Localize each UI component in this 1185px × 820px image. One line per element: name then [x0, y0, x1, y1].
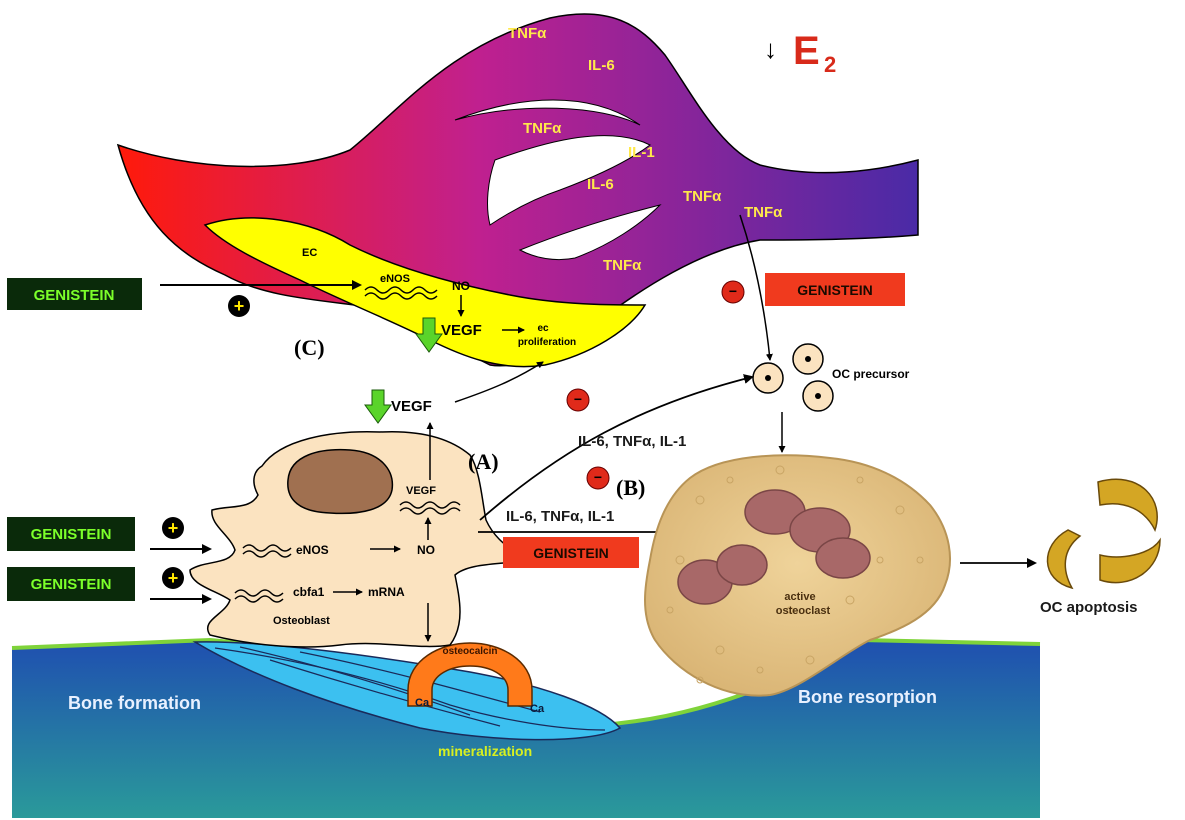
osteoblast-vegf-out-label: VEGF	[391, 398, 432, 415]
endo-no-label: NO	[452, 279, 470, 293]
osteoblast-mrna-label: mRNA	[368, 585, 405, 599]
osteoclast-nucleus	[717, 545, 767, 585]
ec-prolif-label: ec	[537, 323, 549, 334]
pathway-label-a: (A)	[468, 449, 499, 474]
ca-label-right: Ca	[530, 703, 545, 715]
oc-precursor-label: OC precursor	[832, 367, 910, 381]
pathway-label-b: (B)	[616, 475, 645, 500]
precursor-nucleus	[815, 393, 821, 399]
plus-sign: +	[234, 296, 245, 316]
precursor-nucleus	[765, 375, 771, 381]
minus-sign: −	[574, 391, 582, 407]
active-osteoclast-label: osteoclast	[776, 605, 831, 617]
mineralization-label: mineralization	[438, 743, 532, 759]
plus-sign: +	[168, 568, 179, 588]
vessel-tnf-label: TNFα	[683, 188, 722, 205]
apoptotic-fragment	[1047, 530, 1080, 588]
vessel-il1-label: IL-1	[628, 144, 655, 161]
osteoblast-no-label: NO	[417, 543, 435, 557]
vegf-down-arrow	[365, 390, 391, 423]
oc-precursor-cells	[753, 344, 833, 411]
vessel-tnf-label: TNFα	[744, 204, 783, 221]
vegf-to-vessel-arrow	[455, 362, 543, 402]
genistein-label: GENISTEIN	[797, 282, 872, 298]
endo-vegf-label: VEGF	[441, 322, 482, 339]
osteoclast-nucleus	[816, 538, 870, 578]
vessel-il6-label: IL-6	[588, 57, 615, 74]
osteocalcin-label: osteocalcin	[442, 646, 497, 657]
vessel-tnf-label: TNFα	[508, 25, 547, 42]
estrogen-symbol: E	[793, 29, 820, 73]
estrogen-subscript: 2	[824, 52, 836, 77]
genistein-label: GENISTEIN	[31, 526, 112, 543]
ca-label-left: Ca	[415, 697, 430, 709]
minus-sign: −	[594, 469, 602, 485]
vessel-tnf-label: TNFα	[523, 120, 562, 137]
ec-prolif-label: proliferation	[518, 337, 576, 348]
pathway-label-c: (C)	[294, 335, 325, 360]
vessel-tnf-label: TNFα	[603, 257, 642, 274]
ec-label: EC	[302, 247, 317, 259]
cytokines-upper-label: IL-6, TNFα, IL-1	[578, 433, 686, 450]
active-osteoclast-label: active	[784, 591, 815, 603]
genistein-label: GENISTEIN	[34, 287, 115, 304]
apoptotic-fragment	[1100, 540, 1160, 583]
genistein-label: GENISTEIN	[31, 576, 112, 593]
osteoblast-cbfa1-label: cbfa1	[293, 585, 325, 599]
estrogen-down-arrow: ↓	[764, 34, 777, 64]
osteoblast-enos-label: eNOS	[296, 543, 329, 557]
osteoblast-name-label: Osteoblast	[273, 615, 330, 627]
bone-tissue	[12, 640, 1040, 818]
oc-apoptosis-label: OC apoptosis	[1040, 599, 1138, 616]
osteoblast-vegf-label: VEGF	[406, 485, 436, 497]
minus-sign: −	[729, 283, 737, 299]
bone-formation-label: Bone formation	[68, 693, 201, 713]
apoptotic-fragment	[1098, 479, 1157, 530]
bone-resorption-label: Bone resorption	[798, 687, 937, 707]
precursor-nucleus	[805, 356, 811, 362]
cytokines-lower-label: IL-6, TNFα, IL-1	[506, 508, 614, 525]
genistein-label: GENISTEIN	[533, 545, 608, 561]
endo-enos-label: eNOS	[380, 273, 410, 285]
plus-sign: +	[168, 518, 179, 538]
vessel-il6-label: IL-6	[587, 176, 614, 193]
osteoblast-nucleus	[288, 450, 393, 514]
